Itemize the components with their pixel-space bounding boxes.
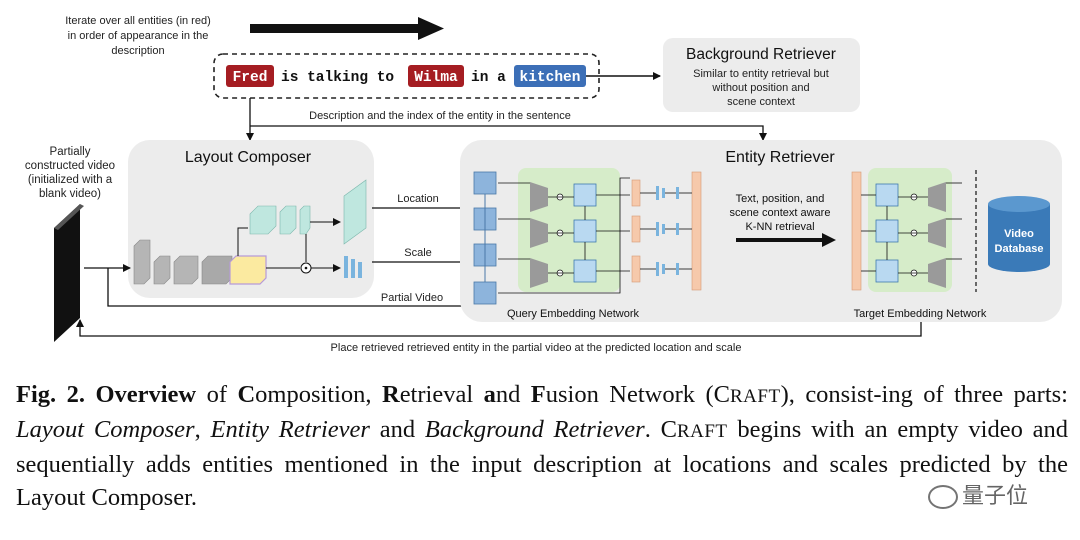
caption-craft-2-smallcaps: RAFT: [676, 421, 728, 442]
entity-wilma: Wilma: [414, 70, 458, 86]
background-retriever-desc-2: without position and: [711, 82, 809, 94]
caption-text-9: .: [644, 416, 651, 443]
top-note-line-1: Iterate over all entities (in red): [65, 15, 211, 27]
iteration-arrow: [250, 17, 444, 40]
layout-composer-title: Layout Composer: [185, 149, 312, 166]
background-retriever-box: [663, 38, 860, 112]
caption-text-8: and: [369, 416, 425, 443]
caption-overview: Overview: [95, 381, 197, 408]
caption-fig-number: Fig. 2.: [16, 381, 85, 408]
top-note-line-3: description: [111, 45, 164, 57]
partial-video-frame: [54, 204, 84, 342]
caption-c: C: [237, 381, 256, 408]
query-output-features: [631, 171, 702, 291]
target-embedding-label: Target Embedding Network: [854, 308, 987, 320]
entity-kitchen: kitchen: [520, 70, 581, 86]
caption-text-3: etrieval: [399, 381, 484, 408]
knn-arrow: [736, 233, 836, 247]
caption-layout-composer: Layout Composer: [16, 416, 195, 443]
caption-text-1: of: [196, 381, 238, 408]
caption-text-10: begins with an empty video and sequentia…: [16, 416, 1068, 511]
video-label-2: constructed video: [25, 160, 115, 172]
caption-text-2: omposition,: [255, 381, 382, 408]
query-input-column: [473, 171, 497, 305]
query-embedding-network: [498, 177, 630, 294]
figure-caption: Fig. 2. Overview of Composition, Retriev…: [16, 378, 1068, 514]
caption-craft-1: C: [713, 381, 730, 408]
craft-diagram: Iterate over all entities (in red) in or…: [25, 15, 1062, 354]
video-database-label-2: Database: [995, 243, 1044, 255]
target-feature-bar: [851, 171, 862, 291]
video-database-label-1: Video: [1004, 228, 1034, 240]
description-index-connector: [246, 98, 767, 141]
sentence-text-1: is talking to: [281, 70, 394, 86]
sentence-box: [213, 53, 600, 99]
knn-label-1: Text, position, and: [736, 193, 825, 205]
description-index-label: Description and the index of the entity …: [309, 110, 571, 122]
background-retriever-desc-3: scene context: [727, 96, 795, 108]
watermark: 量子位: [928, 478, 1028, 510]
caption-f: F: [530, 381, 546, 408]
video-label-3: (initialized with a: [28, 174, 113, 186]
caption-craft-1-smallcaps: RAFT: [730, 386, 781, 407]
entity-wilma-chip: [408, 65, 464, 87]
knn-label-3: K-NN retrieval: [745, 221, 814, 233]
query-embedding-label: Query Embedding Network: [507, 308, 640, 320]
entity-retriever-title: Entity Retriever: [725, 149, 835, 166]
target-embedding-network: [861, 182, 962, 288]
sentence: Fred is talking to Wilma in a kitchen: [226, 65, 586, 87]
caption-text-6: ), consist-ing of three parts:: [780, 381, 1068, 408]
sentence-text-2: in a: [471, 70, 506, 86]
background-retriever-title: Background Retriever: [686, 46, 836, 63]
entity-fred: Fred: [233, 70, 268, 86]
location-label: Location: [397, 193, 439, 205]
caption-a: a: [483, 381, 496, 408]
caption-r: R: [381, 381, 400, 408]
bottom-label: Place retrieved retrieved entity in the …: [331, 342, 742, 354]
background-retriever-desc-1: Similar to entity retrieval but: [693, 68, 829, 80]
video-database-icon: [988, 196, 1050, 272]
entity-fred-chip: [226, 65, 274, 87]
caption-entity-retriever: Entity Retriever: [210, 416, 370, 443]
caption-text-4: nd: [495, 381, 531, 408]
video-label-4: blank video): [39, 188, 101, 200]
caption-text-5: usion Network (: [545, 381, 714, 408]
knn-label-2: scene context aware: [730, 207, 831, 219]
watermark-icon: [928, 485, 958, 509]
layout-composer-network: [133, 179, 367, 285]
caption-text-7: ,: [194, 416, 211, 443]
watermark-text: 量子位: [962, 484, 1029, 509]
caption-background-retriever: Background Retriever: [424, 416, 645, 443]
scale-label: Scale: [404, 247, 432, 259]
partial-video-label: Partial Video: [381, 292, 443, 304]
caption-craft-2: C: [660, 416, 677, 443]
entity-kitchen-chip: [514, 65, 586, 87]
video-label-1: Partially: [50, 146, 91, 158]
top-note-line-2: in order of appearance in the: [68, 30, 209, 42]
